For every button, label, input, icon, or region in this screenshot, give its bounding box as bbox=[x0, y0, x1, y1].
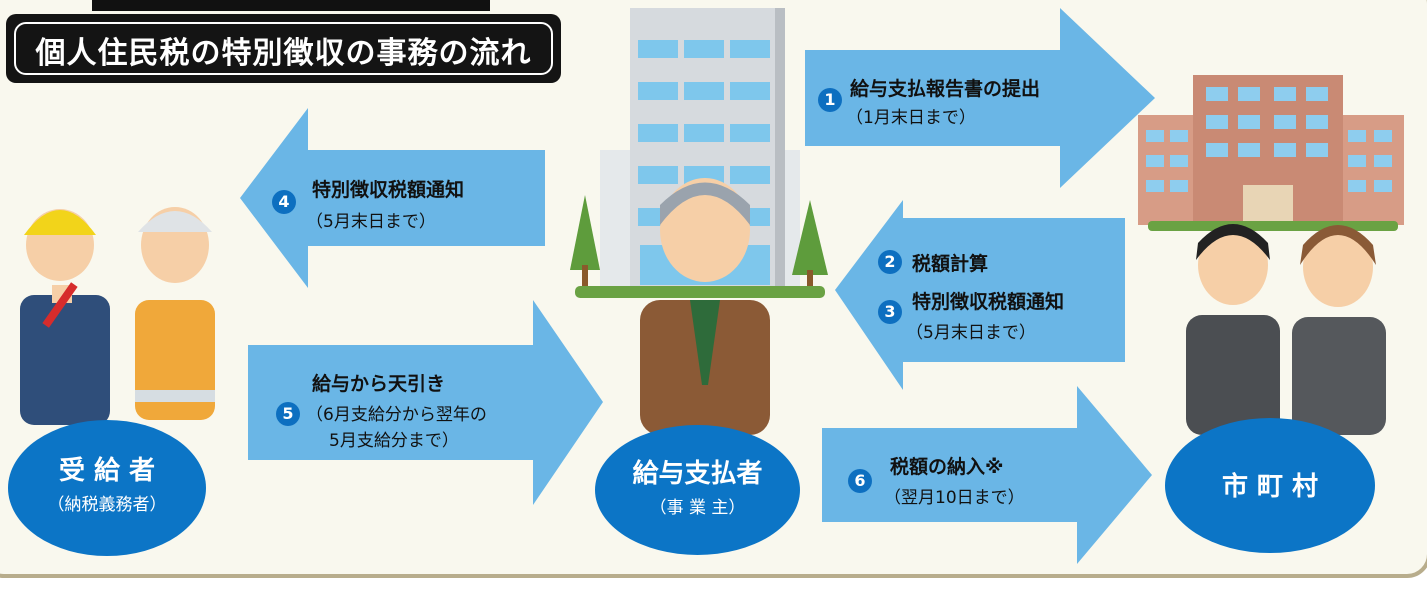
step-5-note: （6月支給分から翌年の bbox=[306, 405, 487, 425]
step-4-number: 4 bbox=[272, 190, 296, 214]
arrow-step-1 bbox=[805, 8, 1155, 188]
municipality-name: 市 町 村 bbox=[1221, 472, 1319, 502]
municipality-circle: 市 町 村 bbox=[1165, 418, 1375, 553]
step-2-number: 2 bbox=[878, 250, 902, 274]
title-plate: 個人住民税の特別徴収の事務の流れ bbox=[6, 14, 561, 83]
worker-icon bbox=[20, 209, 110, 425]
step-3-number: 3 bbox=[878, 300, 902, 324]
businessman-icon bbox=[640, 178, 770, 435]
arrow-step-5 bbox=[248, 300, 603, 505]
employer-name: 給与支払者 bbox=[632, 459, 763, 489]
step-1-note: （1月末日まで） bbox=[846, 108, 976, 128]
title-tab bbox=[92, 0, 490, 11]
step-2-label: 税額計算 bbox=[912, 253, 989, 275]
step-1-number: 1 bbox=[818, 88, 842, 112]
step-4-note: （5月末日まで） bbox=[306, 212, 436, 232]
city-hall-icon bbox=[1138, 75, 1404, 231]
recipient-sub: （納税義務者） bbox=[47, 495, 167, 515]
step-6-number: 6 bbox=[848, 469, 872, 493]
step-5-label: 給与から天引き bbox=[312, 373, 446, 395]
step-5-number: 5 bbox=[276, 402, 300, 426]
arrow-step-6 bbox=[822, 386, 1152, 564]
recipient-name: 受 給 者 bbox=[58, 456, 156, 486]
step-1-label: 給与支払報告書の提出 bbox=[850, 78, 1041, 100]
staff-icon bbox=[1186, 224, 1386, 435]
step-6-note: （翌月10日まで） bbox=[884, 488, 1025, 508]
recipient-circle: 受 給 者 （納税義務者） bbox=[8, 420, 206, 556]
step-3-note: （5月末日まで） bbox=[906, 323, 1036, 343]
arrow-step-4 bbox=[240, 108, 545, 288]
tree-icon bbox=[570, 195, 828, 292]
employer-sub: （事 業 主） bbox=[649, 498, 746, 518]
waitress-icon bbox=[135, 207, 215, 420]
employer-circle: 給与支払者 （事 業 主） bbox=[595, 425, 800, 555]
title-frame bbox=[14, 22, 553, 75]
step-3-label: 特別徴収税額通知 bbox=[912, 291, 1065, 313]
page-title: 個人住民税の特別徴収の事務の流れ bbox=[35, 36, 532, 71]
step-4-label: 特別徴収税額通知 bbox=[312, 179, 465, 201]
step-5-note-2: 5月支給分まで） bbox=[329, 431, 459, 451]
arrow-step-2-3 bbox=[835, 200, 1125, 390]
step-6-label: 税額の納入※ bbox=[890, 456, 1004, 478]
